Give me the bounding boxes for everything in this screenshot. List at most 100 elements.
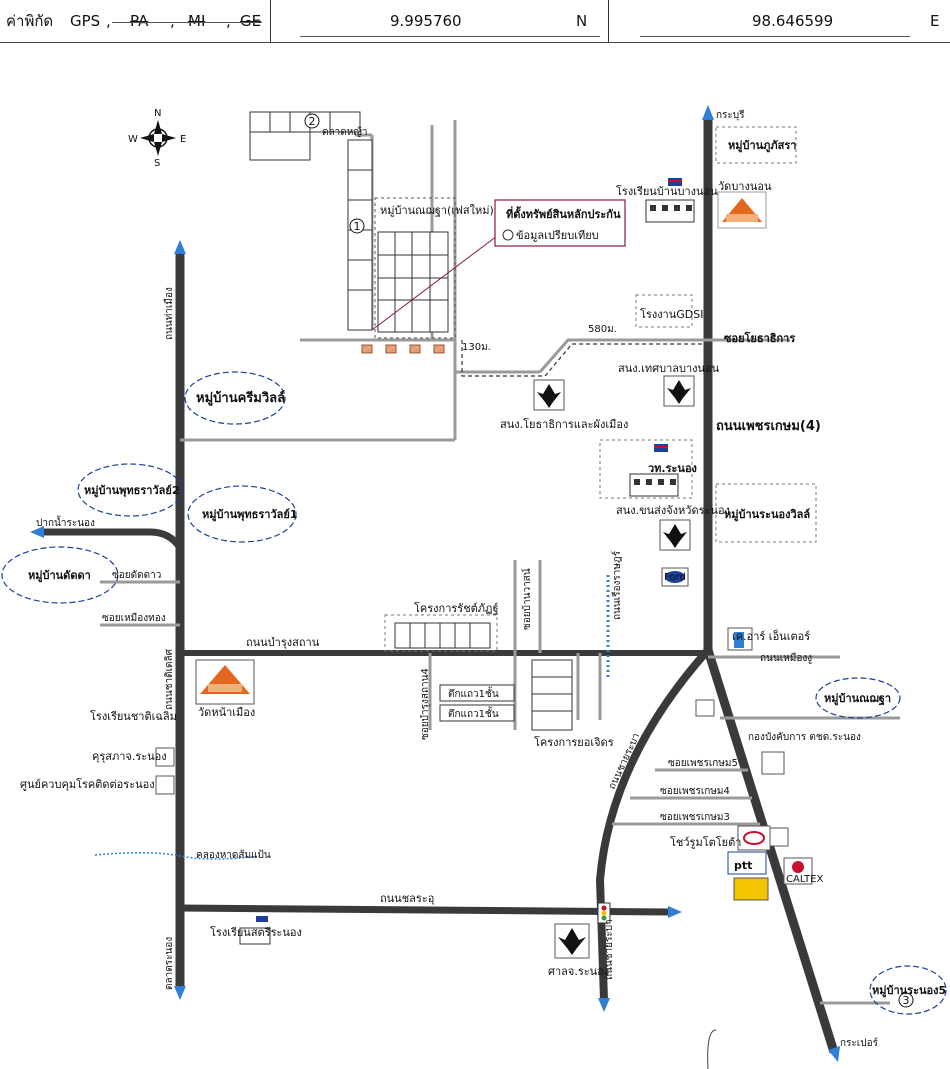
court-label: ศาลจ.ระนอง — [548, 965, 609, 978]
tessaban-label: สนง.เทศบาลบางนอน — [618, 362, 720, 375]
building-icon — [727, 627, 753, 651]
ranong5-village-label: หมู่บ้านระนอง5 — [872, 984, 946, 998]
compass-n: N — [154, 108, 161, 119]
arrow-south — [598, 998, 610, 1012]
latitude-direction: N — [576, 12, 588, 30]
college-label: วท.ระนอง — [648, 462, 697, 475]
soi-bang-rong4-label: ซอยบำรุงสถาน4 — [420, 668, 431, 740]
temple-icon — [717, 191, 767, 229]
school-icon — [645, 178, 695, 223]
arrow-south-east — [828, 1046, 840, 1062]
gdsi-label: โรงงานGDSI — [640, 307, 703, 321]
canal-line — [94, 852, 261, 860]
ruang-rat-label: ถนนเรืองราษฎร์ — [611, 550, 623, 620]
road-pak-nam — [40, 528, 183, 550]
road-chalerm — [179, 904, 671, 916]
strike-line — [112, 22, 262, 23]
housing-grid — [249, 111, 449, 333]
government-icon — [533, 379, 565, 411]
pa-label: PA — [130, 12, 149, 30]
marker-3-label: 3 — [903, 994, 910, 1007]
teacher-label: คุรุสภาจ.ระนอง — [92, 750, 167, 763]
brand-logo-icon — [769, 827, 789, 847]
car-logo-icon — [695, 699, 715, 717]
government-icon — [554, 923, 590, 959]
coordinate-label: ค่าพิกัด — [6, 12, 54, 30]
mi-label: MI — [188, 12, 206, 30]
marker-2-label: 2 — [309, 115, 316, 128]
petchkasem-road-label: ถนนเพชรเกษม(4) — [716, 419, 821, 434]
khanomprom-boundary — [384, 614, 498, 652]
distance-130: 130ม. — [462, 342, 491, 353]
comparison-markers — [361, 344, 445, 354]
route-dashed — [461, 340, 704, 377]
soi-yotha-label: ซอยโยธาธิการ — [724, 331, 795, 345]
compass-w: W — [128, 134, 138, 145]
school-ranong-label: โรงเรียนสตรีระนอง — [210, 925, 302, 939]
co-op-label: เค.อาร์ เอ็นเตอร์ — [732, 629, 810, 643]
caltex-label: CALTEX — [786, 874, 823, 885]
tha-mueang-road-label: ถนนท่าเมือง — [163, 287, 175, 340]
savings-label: กองบังคับการ ตชด.ระนอง — [748, 732, 861, 743]
ford-label: Ford — [664, 572, 686, 583]
legend-box — [494, 199, 626, 247]
longitude-value: 98.646599 — [752, 12, 834, 30]
legend-collateral: ที่ตั้งทรัพย์สินหลักประกัน — [506, 206, 621, 221]
dutsa-village-label: หมู่บ้านดัดดา — [28, 569, 91, 583]
marker-2 — [304, 113, 320, 129]
nong-yu-road-label: ถนนเหมืองงู — [760, 652, 812, 664]
ranong-market-label: ตลาดระนอง — [164, 937, 175, 990]
wat-bang-non-label: วัดบางนอน — [718, 180, 772, 193]
arrow-north-west — [174, 240, 186, 254]
project-grids — [394, 622, 573, 731]
distance-580: 580ม. — [588, 324, 617, 335]
pak-nam-label: ปากน้ำระนอง — [36, 515, 95, 529]
village-ellipses — [1, 371, 947, 1015]
phutsra-village-label: หมู่บ้านภูภัสรา — [728, 139, 796, 153]
comparison-circle-icon — [502, 229, 514, 241]
latitude-underline — [300, 36, 600, 37]
bank-logo-icon — [761, 751, 785, 775]
project-charoen-label: โครงการยอเจิดร — [534, 735, 614, 749]
canal-label: คลองหาดส้มแป้น — [196, 849, 271, 861]
phuttharat1-label: หมู่บ้านพุทธราวัลย์1 — [202, 508, 298, 522]
arrow-north — [702, 105, 714, 120]
khanomprom-label: โครงการรัชต์ภัฏฐ์ — [414, 601, 499, 615]
school-icon — [239, 916, 271, 945]
roads-layer — [30, 105, 840, 1062]
chalerm-road-label: ถนนชลระอุ — [380, 892, 434, 905]
ptt-logo-icon — [727, 851, 767, 875]
transport-label: สนง.ขนส่งจังหวัดระนอง — [616, 504, 730, 517]
charoen-road-label: ถนนชาติเดลิศ — [164, 648, 175, 710]
road-sabai — [595, 647, 711, 1001]
soi-dutsadi-label: ซอยดัดดาว — [112, 570, 161, 581]
area-boxes — [599, 126, 817, 543]
soi-mueang-thong-label: ซอยเหมืองทอง — [102, 612, 166, 624]
traffic-light-icon — [597, 902, 611, 924]
ptt-label: ptt — [734, 859, 752, 872]
nachu-village-label: หมู่บ้านณฌฐา(เฟสใหม่) — [380, 204, 494, 217]
north-destination: กระบุรี — [716, 109, 745, 121]
nachu2-village-label: หมู่บ้านณฌฐา — [824, 692, 891, 706]
marker-1 — [349, 218, 365, 234]
government-icon — [155, 747, 175, 795]
shop2-label: ตึกแถว1ชั้น — [448, 706, 499, 720]
bang-rong-road-label: ถนนบำรุงสถาน — [246, 636, 320, 649]
location-map: N S W E 2 1 3 ตลาดหญ้า หมู่บ้านณฌฐา(เฟสใ… — [1, 105, 947, 1069]
map-labels: N S W E 2 1 3 ตลาดหญ้า หมู่บ้านณฌฐา(เฟสใ… — [20, 108, 946, 1049]
pointer-line — [371, 229, 506, 331]
yotha-office-label: สนง.โยธาธิการและผังเมือง — [500, 417, 628, 431]
sep-3: , — [226, 12, 231, 30]
government-icon — [663, 375, 695, 407]
longitude-underline — [640, 36, 910, 37]
wat-na-mueang-label: วัดหน้าเมือง — [198, 706, 255, 719]
divider-1 — [270, 0, 271, 42]
phuttharat2-label: หมู่บ้านพุทธราวัลย์2 — [84, 484, 180, 498]
school-bang-non-label: โรงเรียนบ้านบางนอน — [616, 184, 718, 198]
soi-phet4-label: ซอยเพชรเกษม4 — [660, 786, 730, 797]
ge-label: GE — [240, 12, 262, 30]
compass-icon — [140, 120, 176, 156]
compass-s: S — [154, 158, 160, 169]
arc-mark — [707, 1029, 717, 1069]
temple-icon — [195, 659, 255, 705]
